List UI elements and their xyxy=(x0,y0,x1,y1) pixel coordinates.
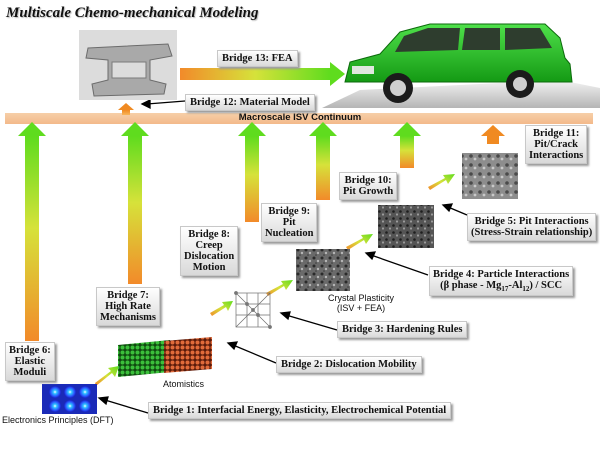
bridge-10-line1: Bridge 10: xyxy=(344,175,392,186)
pit-growth-image xyxy=(378,205,434,248)
crystal-plasticity-line1: Crystal Plasticity xyxy=(327,293,394,303)
road-image xyxy=(322,80,600,108)
bridge-4-formula-post: ) / SCC xyxy=(529,280,563,292)
crystal-plasticity-image xyxy=(296,249,350,291)
bridge-11-line2: Pit/Crack xyxy=(534,139,578,151)
bridge-6-line3: Moduli xyxy=(13,367,47,379)
bridge-5-label: Bridge 5: Pit Interactions (Stress-Strai… xyxy=(467,213,597,242)
macroscale-band-label: Macroscale ISV Continuum xyxy=(238,112,362,123)
bridge-9-line3: Nucleation xyxy=(265,228,314,240)
bridge-11-label: Bridge 11: Pit/Crack Interactions xyxy=(525,125,588,165)
bridge-4-label: Bridge 4: Particle Interactions (β phase… xyxy=(429,266,574,297)
bridge-4-sub-1: 17 xyxy=(501,285,509,294)
arrow-bridge7 xyxy=(121,122,149,284)
bridge-4-formula-pre: (β phase - Mg xyxy=(440,280,502,292)
bridge-4-sub-2: 12 xyxy=(522,285,530,294)
diagram-title: Multiscale Chemo-mechanical Modeling xyxy=(6,5,259,21)
bridge-9-line1: Bridge 9: xyxy=(268,206,311,217)
bridge-7-line2: High Rate xyxy=(105,301,151,313)
pit-crack-image xyxy=(462,153,518,199)
arrow-pitgrowth-to-pitcrack xyxy=(428,174,455,190)
bridge-11-line3: Interactions xyxy=(529,150,584,162)
bridge-2-label: Bridge 2: Dislocation Mobility xyxy=(276,356,422,374)
bridge-9-label: Bridge 9: Pit Nucleation xyxy=(261,203,318,243)
bridge-10-label: Bridge 10: Pit Growth xyxy=(339,172,398,201)
bridge-4-line2: (β phase - Mg17-Al12) / SCC xyxy=(433,280,569,293)
bridge-5-line2: (Stress-Strain relationship) xyxy=(471,227,593,239)
car-image xyxy=(344,23,573,103)
bridge-7-line3: Mechanisms xyxy=(100,312,156,324)
arrow-atomistics-to-dislocation xyxy=(210,301,233,316)
pointer-arrows xyxy=(97,98,468,414)
atomistics-label: Atomistics xyxy=(163,379,205,389)
bridge-6-label: Bridge 6: Elastic Moduli xyxy=(5,342,55,382)
arrow-dislocation-to-crystal xyxy=(266,280,293,296)
bridge-9-line2: Pit xyxy=(282,217,296,229)
bridge-8-line3: Dislocation xyxy=(184,251,235,263)
arrow-bridge11 xyxy=(481,125,505,144)
bridge-5-line1: Bridge 5: Pit Interactions xyxy=(474,216,589,227)
arrow-bridge12 xyxy=(118,103,134,115)
bridge-8-line2: Creep xyxy=(195,240,223,252)
atomistics-image xyxy=(118,337,212,377)
bridge-13-label: Bridge 13: FEA xyxy=(217,50,298,68)
electronics-label: Electronics Principles (DFT) xyxy=(2,415,114,425)
dft-image xyxy=(42,384,97,414)
bridge-6-line1: Bridge 6: xyxy=(9,345,51,356)
bridge-4-formula-mid: -Al xyxy=(508,280,523,292)
bridge-6-line2: Elastic xyxy=(14,356,46,368)
bridge-3-label: Bridge 3: Hardening Rules xyxy=(337,321,468,339)
arrow-bridge6 xyxy=(18,122,46,341)
macroscale-band xyxy=(5,113,593,124)
bridge-8-line1: Bridge 8: xyxy=(188,229,230,240)
bridge-7-label: Bridge 7: High Rate Mechanisms xyxy=(96,287,160,327)
arrow-crystal-to-pitgrowth xyxy=(346,234,373,250)
bridge-4-line1: Bridge 4: Particle Interactions xyxy=(433,269,570,280)
arrow-dft-to-atomistics xyxy=(95,366,119,386)
bridge-12-label: Bridge 12: Material Model xyxy=(185,94,315,112)
crystal-plasticity-label: Crystal Plasticity (ISV + FEA) xyxy=(326,293,396,313)
bridge-1-label: Bridge 1: Interfacial Energy, Elasticity… xyxy=(148,402,452,420)
crystal-plasticity-line2: (ISV + FEA) xyxy=(336,303,386,313)
bridge-10-line2: Pit Growth xyxy=(343,186,394,198)
bridge-8-line4: Motion xyxy=(192,262,226,274)
arrow-bridge9 xyxy=(309,122,337,200)
arrow-bridge13 xyxy=(180,62,345,86)
bridge-8-label: Bridge 8: Creep Dislocation Motion xyxy=(180,226,239,277)
arrow-bridge10 xyxy=(393,122,421,168)
bridge-11-line1: Bridge 11: xyxy=(532,128,580,139)
dislocation-image xyxy=(234,291,272,329)
bridge-7-line1: Bridge 7: xyxy=(107,290,149,301)
cradle-image xyxy=(79,30,177,100)
arrow-bridge8 xyxy=(238,122,266,222)
